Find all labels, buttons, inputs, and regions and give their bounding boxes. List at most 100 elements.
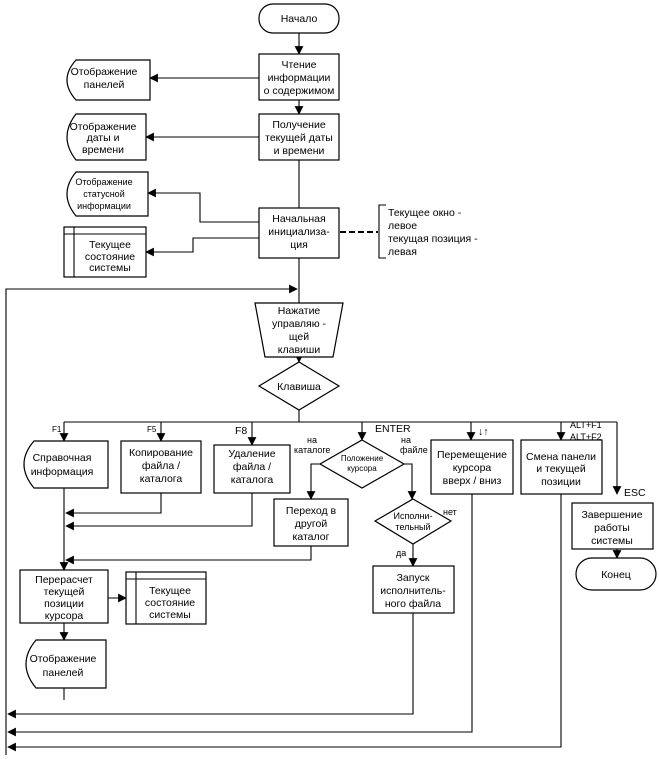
init-line-3: ция <box>290 239 308 251</box>
goto-catalog-process: Переход в другой каталог <box>273 498 349 547</box>
display-datetime: Отображение даты и времени <box>66 113 147 161</box>
display-panels-bottom-line-1: Отображение <box>30 653 97 665</box>
display-status-line-3: информации <box>77 201 131 211</box>
init-line-2: инициализа- <box>268 226 330 238</box>
delete-process: Удаление файла / каталога <box>213 444 291 494</box>
display-panels-top-line-2: панелей <box>84 79 125 91</box>
state-top-line-1: Текущее <box>89 239 131 251</box>
comment-line-1: Текущее окно - <box>388 207 462 219</box>
on-catalog-line-1: на <box>307 435 317 445</box>
goto-catalog-line-1: Переход в <box>286 505 337 517</box>
read-info-line-2: информации <box>268 72 331 84</box>
state-top-line-2: состояние <box>85 251 135 263</box>
copy-line-2: файла / <box>142 460 180 472</box>
help-line-1: Справочная <box>33 452 92 464</box>
finish-line-3: системы <box>591 535 633 547</box>
key-f1-label: F1 <box>52 425 62 434</box>
run-file-line-3: ного файла <box>385 598 441 610</box>
key-alt-label-2: ALT+F2 <box>570 432 602 442</box>
delete-line-1: Удаление <box>228 448 275 460</box>
goto-catalog-line-2: другой <box>295 518 328 530</box>
run-file-process: Запуск исполнитель- ного файла <box>372 565 455 614</box>
run-file-line-2: исполнитель- <box>380 585 446 597</box>
run-file-line-1: Запуск <box>397 572 430 584</box>
on-file-line-1: на <box>401 435 411 445</box>
display-status-line-2: статусной <box>83 189 124 199</box>
copy-line-1: Копирование <box>129 447 193 459</box>
comment-annotation: Текущее окно - левое текущая позиция - л… <box>378 204 478 259</box>
read-info-process: Чтение информации о содержимом <box>258 53 340 101</box>
recalc-process: Перерасчет текущей позиции курсора <box>19 569 109 624</box>
move-cursor-line-3: вверх / вниз <box>443 475 502 487</box>
recalc-line-2: текущей <box>44 586 85 598</box>
move-cursor-line-2: курсора <box>453 462 492 474</box>
keypress-line-4: клавиши <box>278 344 321 356</box>
copy-process: Копирование файла / каталога <box>120 440 202 494</box>
end-label: Конец <box>601 569 631 581</box>
no-label: нет <box>443 507 457 517</box>
cursor-pos-line-2: курсора <box>347 464 377 473</box>
init-line-1: Начальная <box>272 213 325 225</box>
get-datetime-line-3: и времени <box>274 145 325 157</box>
comment-line-2: левое <box>388 220 417 232</box>
keypress-line-3: щей <box>289 331 309 343</box>
key-enter-label: ENTER <box>375 423 411 435</box>
switch-panel-line-2: и текущей <box>536 463 586 475</box>
keypress-line-2: управляю - <box>272 318 327 330</box>
key-arrows-label: ↓↑ <box>478 426 489 438</box>
goto-catalog-line-3: каталог <box>293 531 330 543</box>
help-line-2: информация <box>31 466 94 478</box>
get-datetime-line-1: Получение <box>272 119 326 131</box>
switch-panel-line-3: позиции <box>541 476 581 488</box>
display-status: Отображение статусной информации <box>66 171 149 217</box>
finish-line-1: Завершение <box>581 509 642 521</box>
key-alt-label-1: ALT+F1 <box>570 420 602 430</box>
switch-panel-line-1: Смена панели <box>526 451 596 463</box>
switch-panel-process: Смена панели и текущей позиции <box>520 439 603 495</box>
key-label: Клавиша <box>277 381 321 393</box>
on-catalog-line-2: каталоге <box>294 445 330 455</box>
state-bottom-line-1: Текущее <box>149 585 191 597</box>
display-status-line-1: Отображение <box>75 177 132 187</box>
state-storage-top: Текущее состояние системы <box>63 226 147 278</box>
comment-line-4: левая <box>388 246 417 258</box>
display-datetime-line-3: времени <box>82 144 124 156</box>
state-bottom-line-2: состояние <box>145 597 195 609</box>
display-panels-bottom: Отображение панелей <box>25 639 107 689</box>
key-esc-label: ESC <box>624 487 646 499</box>
display-datetime-line-1: Отображение <box>70 121 137 133</box>
keypress-manual-op: Нажатие управляю - щей клавиши <box>254 302 344 358</box>
display-panels-top: Отображение панелей <box>66 59 151 101</box>
executable-decision: Исполни- тельный <box>373 498 453 545</box>
cursor-pos-line-1: Положение <box>341 454 384 463</box>
get-datetime-line-2: текущей даты <box>265 132 333 144</box>
end-terminator: Конец <box>575 557 657 591</box>
key-f5-label: F5 <box>147 425 157 434</box>
get-datetime-process: Получение текущей даты и времени <box>258 113 340 161</box>
move-cursor-line-1: Перемещение <box>437 449 507 461</box>
read-info-line-1: Чтение <box>281 59 316 71</box>
delete-line-2: файла / <box>233 461 271 473</box>
init-process: Начальная инициализа- ция <box>258 207 340 259</box>
help-display: Справочная информация <box>23 440 109 489</box>
key-f8-label: F8 <box>235 425 247 437</box>
display-panels-bottom-line-2: панелей <box>43 667 84 679</box>
copy-line-3: каталога <box>140 473 183 485</box>
delete-line-3: каталога <box>231 474 274 486</box>
recalc-line-4: курсора <box>45 610 84 622</box>
read-info-line-3: о содержимом <box>264 85 335 97</box>
cursor-position-decision: Положение курсора <box>318 439 406 489</box>
comment-line-3: текущая позиция - <box>388 233 478 245</box>
state-storage-bottom: Текущее состояние системы <box>125 571 207 625</box>
finish-line-2: работы <box>594 522 630 534</box>
start-terminator: Начало <box>258 3 340 34</box>
finish-process: Завершение работы системы <box>571 502 654 550</box>
yes-label: да <box>396 548 406 558</box>
start-label: Начало <box>281 13 318 25</box>
display-datetime-line-2: даты и <box>87 132 120 144</box>
move-cursor-process: Перемещение курсора вверх / вниз <box>430 439 514 495</box>
executable-line-1: Исполни- <box>394 511 433 521</box>
recalc-line-1: Перерасчет <box>35 574 93 586</box>
